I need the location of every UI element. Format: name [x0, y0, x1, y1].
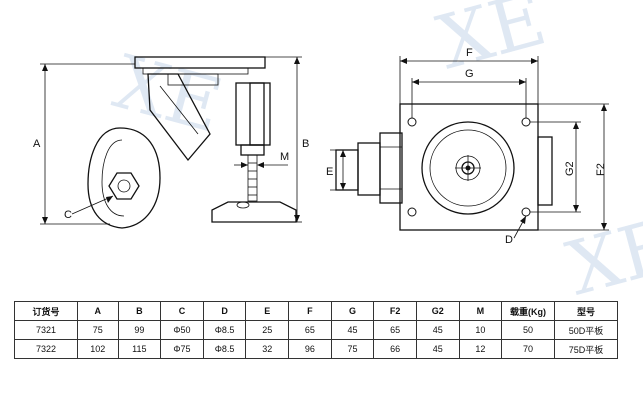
side-axle-bolt — [117, 179, 131, 193]
top-stem-outer — [335, 149, 359, 191]
table-cell: 7321 — [14, 320, 78, 340]
side-view: A B M C — [33, 56, 309, 229]
header-cell: G2 — [415, 301, 460, 321]
watermark-text-2: XE — [429, 0, 554, 86]
table-cell: Φ8.5 — [202, 339, 247, 359]
dim-a-label: A — [33, 138, 41, 150]
table-cell: 96 — [288, 339, 332, 359]
table-cell: 45 — [415, 339, 460, 359]
table-cell: 75 — [330, 339, 375, 359]
top-leveler-block — [379, 132, 403, 204]
side-foot-pad — [211, 201, 297, 223]
header-cell: D — [202, 301, 247, 321]
top-inner-race — [429, 129, 507, 207]
table-cell: 75D平板 — [553, 339, 619, 359]
table-cell: 75 — [76, 320, 119, 340]
side-leveler-body — [235, 82, 271, 146]
table-cell: 115 — [117, 339, 162, 359]
header-cell: F — [288, 301, 332, 321]
top-wheel-edge — [537, 136, 553, 206]
table-cell: 50 — [501, 320, 555, 340]
table-cell: 45 — [330, 320, 375, 340]
watermark: XE XE XE — [105, 0, 643, 300]
table-cell: 50D平板 — [553, 320, 619, 340]
header-cell: E — [245, 301, 290, 321]
top-view: F G F2 G2 E D — [326, 47, 609, 246]
table-cell: 102 — [76, 339, 119, 359]
watermark-text-3: XE — [559, 202, 643, 300]
header-cell: 载重(Kg) — [501, 301, 555, 321]
table-cell: 65 — [288, 320, 332, 340]
side-wheel-rim — [101, 139, 125, 217]
table-cell: Φ50 — [160, 320, 204, 340]
header-cell: B — [117, 301, 162, 321]
table-cell: 99 — [117, 320, 162, 340]
dim-d-label: D — [505, 234, 513, 246]
side-threaded-stem — [247, 154, 258, 202]
table-header-row: 订货号 A B C D E F G F2 G2 M 载重(Kg) 型号 — [14, 301, 619, 321]
dim-f-label: F — [466, 47, 473, 59]
dim-b-label: B — [302, 138, 309, 150]
table-row: 7321 75 99 Φ50 Φ8.5 25 65 45 65 45 10 50… — [14, 320, 619, 340]
table-cell: 65 — [373, 320, 417, 340]
top-bolt-hole-tl — [407, 117, 417, 127]
dim-c-label: C — [64, 209, 72, 221]
side-foot-bolt — [236, 201, 250, 209]
side-fork-edge — [159, 85, 199, 135]
table-cell: 70 — [501, 339, 555, 359]
table-cell: 32 — [245, 339, 290, 359]
header-cell: 型号 — [553, 301, 619, 321]
table-cell: 45 — [415, 320, 460, 340]
side-leveler-inner — [249, 82, 265, 146]
top-bolt-hole-bl — [407, 207, 417, 217]
table-cell: 12 — [458, 339, 503, 359]
top-plate — [399, 103, 539, 231]
header-cell: F2 — [373, 301, 417, 321]
table-row: 7322 102 115 Φ75 Φ8.5 32 96 75 66 45 12 … — [14, 339, 619, 359]
table-cell: Φ8.5 — [202, 320, 247, 340]
side-leveler-nut — [240, 144, 265, 156]
side-fork-leg — [147, 73, 211, 162]
side-wheel — [87, 127, 161, 229]
top-bolt-hole-tr — [521, 117, 531, 127]
spec-table: 订货号 A B C D E F G F2 G2 M 载重(Kg) 型号 7321… — [14, 301, 619, 359]
table-cell: Φ75 — [160, 339, 204, 359]
dim-c-leader — [71, 195, 114, 215]
header-cell: G — [330, 301, 375, 321]
table-cell: 10 — [458, 320, 503, 340]
dim-g2-label: G2 — [564, 161, 576, 176]
top-outer-race — [421, 121, 515, 215]
table-cell: 7322 — [14, 339, 78, 359]
dim-f2-label: F2 — [595, 163, 607, 176]
side-swivel-hub — [167, 73, 219, 86]
dim-m-label: M — [280, 151, 289, 163]
side-axle-nut — [108, 172, 140, 200]
table-cell: 66 — [373, 339, 417, 359]
header-cell: 订货号 — [14, 301, 78, 321]
header-cell: M — [458, 301, 503, 321]
top-stem-block — [357, 142, 381, 196]
table-cell: 25 — [245, 320, 290, 340]
top-bolt-hole-br — [521, 207, 531, 217]
technical-drawing: XE XE XE A — [33, 0, 643, 300]
header-cell: A — [76, 301, 119, 321]
header-cell: C — [160, 301, 204, 321]
dim-e-label: E — [326, 166, 333, 178]
dim-g-label: G — [465, 68, 474, 80]
